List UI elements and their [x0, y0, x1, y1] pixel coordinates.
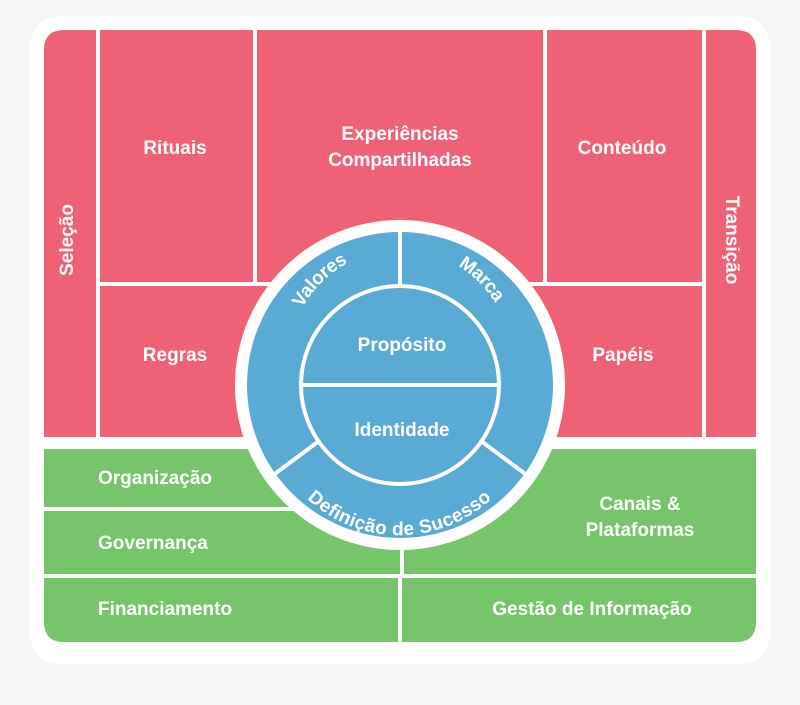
- label-governanca: Governança: [98, 533, 208, 554]
- core-circle: [235, 220, 565, 550]
- label-selecao: Seleção: [57, 204, 78, 276]
- rituais-block: [100, 30, 253, 282]
- label-organizacao: Organização: [98, 468, 212, 489]
- selecao-block: [44, 30, 96, 437]
- label-rituais: Rituais: [143, 138, 206, 159]
- label-conteudo: Conteúdo: [578, 138, 667, 159]
- label-financiamento: Financiamento: [98, 599, 232, 620]
- conteudo-block: [547, 30, 702, 282]
- label-proposito: Propósito: [358, 335, 447, 356]
- label-canais-line1: Canais &: [599, 494, 681, 515]
- label-transicao: Transição: [721, 196, 742, 285]
- label-identidade: Identidade: [354, 420, 449, 441]
- financiamento-block: [44, 578, 398, 642]
- gestao-block: [402, 578, 756, 642]
- label-gestao-de-informacao: Gestão de Informação: [492, 599, 692, 620]
- label-regras: Regras: [143, 345, 207, 366]
- ring-divider-left: [270, 439, 321, 478]
- ring-divider-right: [479, 439, 530, 478]
- label-papeis: Papéis: [592, 345, 653, 366]
- label-experiencias-line1: Experiências: [341, 124, 458, 145]
- label-experiencias-line2: Compartilhadas: [328, 150, 472, 171]
- label-canais-line2: Plataformas: [586, 520, 695, 541]
- transicao-block: [706, 30, 756, 437]
